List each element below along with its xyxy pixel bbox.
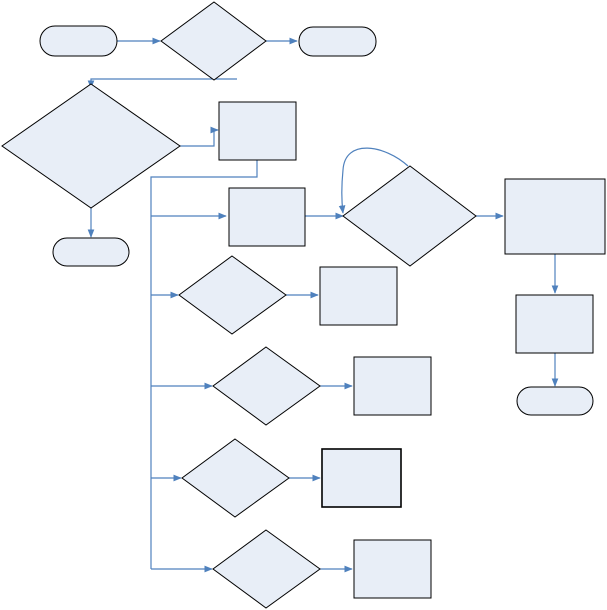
decision-branch-4-diamond[interactable] — [181, 438, 290, 518]
decision-branch-2-diamond[interactable] — [178, 255, 287, 335]
edge-decision-loop-self — [338, 147, 409, 214]
edge-process-top-to-bus — [150, 160, 258, 569]
edge-decision-2-to-process-top — [180, 126, 219, 147]
process-right-1-box[interactable] — [504, 178, 606, 255]
start-terminator[interactable] — [39, 25, 118, 57]
process-right-2-box[interactable] — [515, 294, 594, 354]
end-right-terminator[interactable] — [516, 386, 594, 416]
process-branch-3-box[interactable] — [353, 356, 432, 416]
process-branch-1-box[interactable] — [228, 187, 306, 247]
terminal-right-terminator[interactable] — [298, 26, 377, 57]
process-branch-5-box[interactable] — [353, 539, 432, 599]
decision-branch-5-diamond[interactable] — [212, 529, 321, 609]
decision-branch-3-diamond[interactable] — [212, 346, 321, 426]
end-left-terminator[interactable] — [52, 237, 130, 267]
process-top-box[interactable] — [218, 101, 297, 161]
decision-2-diamond[interactable] — [1, 83, 181, 209]
edge-decision-1-to-decision-2 — [87, 78, 237, 89]
decision-1-diamond[interactable] — [160, 1, 267, 81]
process-branch-4-box[interactable] — [321, 448, 402, 508]
decision-loop-diamond[interactable] — [342, 165, 477, 267]
edges — [87, 37, 559, 573]
process-branch-2-box[interactable] — [319, 266, 398, 326]
